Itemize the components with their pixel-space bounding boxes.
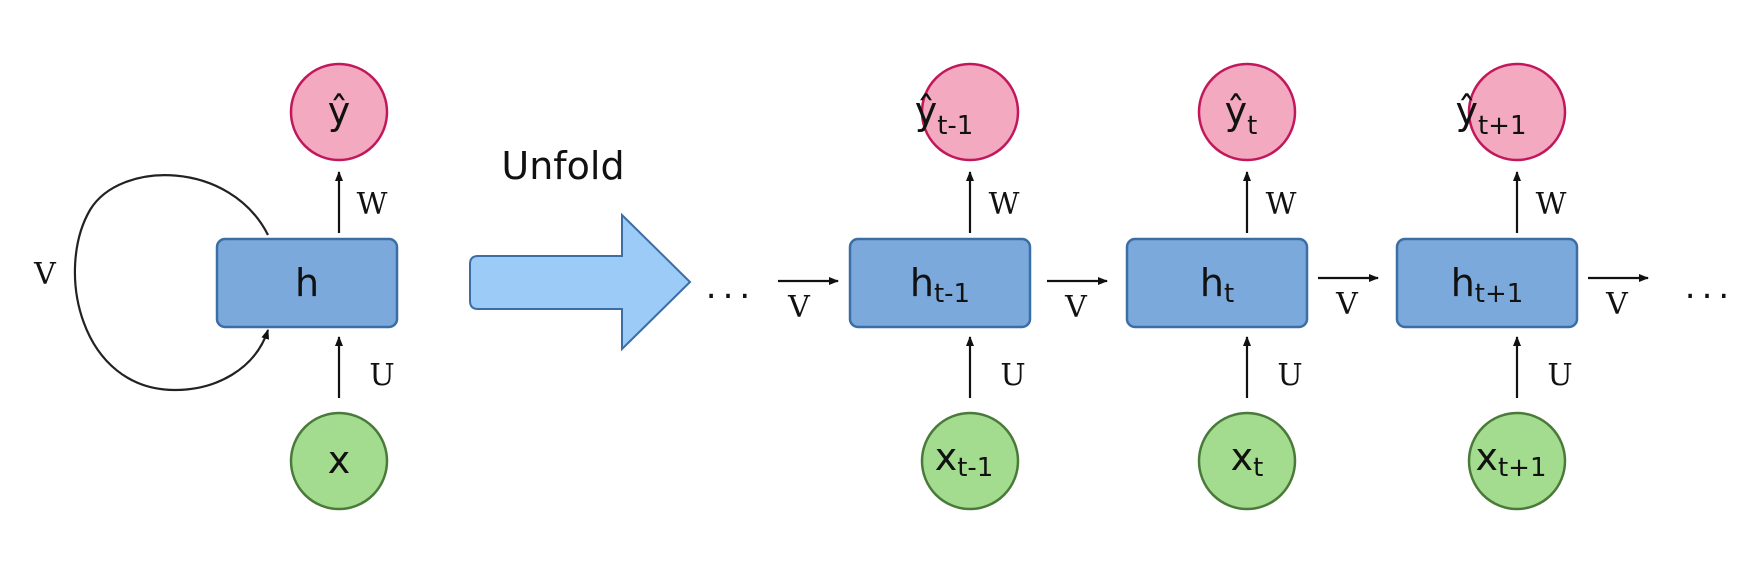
u-label-t: U	[1277, 358, 1302, 393]
v-out-label: V	[1605, 287, 1629, 322]
unfold-section: Unfold	[469, 144, 692, 352]
output-label-t: ŷ	[1225, 89, 1248, 133]
folded-u-label: U	[369, 358, 394, 393]
input-label-t: x	[1231, 435, 1254, 479]
hidden-node-t-plus-1	[1395, 237, 1579, 329]
input-sub-t-plus-1: t+1	[1498, 453, 1547, 483]
u-label-t-plus-1: U	[1547, 358, 1572, 393]
folded-input-label: x	[328, 438, 351, 482]
hidden-sub-t-plus-1: t+1	[1475, 279, 1524, 309]
folded-w-label: W	[357, 187, 388, 222]
w-label-t-plus-1: W	[1536, 187, 1567, 222]
hidden-text-t: ht	[1200, 261, 1234, 309]
input-label-t-minus-1: x	[935, 435, 958, 479]
hidden-label-t: h	[1200, 261, 1224, 305]
output-sub-t: t	[1247, 111, 1257, 141]
output-label-t-plus-1: ŷ	[1455, 89, 1478, 133]
hidden-text-t-plus-1: ht+1	[1451, 261, 1524, 309]
folded-hidden-node	[215, 237, 399, 329]
hidden-label-t-plus-1: h	[1451, 261, 1475, 305]
folded-output-label: ŷ	[328, 89, 351, 133]
folded-network: V ŷ W h U x	[33, 62, 399, 511]
input-sub-t: t	[1253, 453, 1263, 483]
output-text-t-plus-1: ŷt+1	[1455, 89, 1526, 141]
input-node-t-minus-1	[920, 411, 1020, 511]
output-text-t: ŷt	[1225, 89, 1258, 141]
u-label-t-minus-1: U	[1000, 358, 1025, 393]
hidden-node-t	[1125, 237, 1309, 329]
unfold-title: Unfold	[501, 144, 624, 188]
timestep-t-plus-1: V ŷt+1 W ht+1 U xt+1	[1318, 62, 1579, 511]
output-label-t-minus-1: ŷ	[915, 89, 938, 133]
hidden-node-t-minus-1	[848, 237, 1032, 329]
hidden-label-t-minus-1: h	[910, 261, 934, 305]
unfolded-network: ... V ŷt-1 W ht-1 U xt-1 V ŷt W ht	[706, 62, 1735, 511]
output-text-t-minus-1: ŷt-1	[915, 89, 974, 141]
input-text-t: xt	[1231, 435, 1264, 483]
timestep-t: V ŷt W ht U xt	[1047, 62, 1309, 511]
input-text-t-minus-1: xt-1	[935, 435, 994, 483]
hidden-sub-t-minus-1: t-1	[934, 279, 970, 309]
folded-input-node	[289, 411, 389, 511]
output-node-t-minus-1	[920, 62, 1020, 162]
timestep-t-minus-1: V ŷt-1 W ht-1 U xt-1	[778, 62, 1032, 511]
input-node-t	[1197, 411, 1297, 511]
output-sub-t-plus-1: t+1	[1478, 111, 1527, 141]
hidden-sub-t: t	[1224, 279, 1234, 309]
trailing-ellipsis: ...	[1685, 267, 1735, 307]
input-node-t-plus-1	[1467, 411, 1567, 511]
w-label-t: W	[1266, 187, 1297, 222]
recurrent-loop-arrow	[73, 174, 270, 392]
w-label-t-minus-1: W	[989, 187, 1020, 222]
folded-hidden-label: h	[295, 261, 319, 305]
v-in-label-t: V	[1064, 290, 1088, 325]
output-node-t-plus-1	[1467, 62, 1567, 162]
output-sub-t-minus-1: t-1	[937, 111, 973, 141]
folded-output-node	[289, 62, 389, 162]
unfold-arrow-shape	[469, 212, 692, 352]
input-label-t-plus-1: x	[1475, 435, 1498, 479]
leading-ellipsis: ...	[706, 267, 756, 307]
output-node-t	[1197, 62, 1297, 162]
input-text-t-plus-1: xt+1	[1475, 435, 1546, 483]
v-in-label-t-minus-1: V	[787, 290, 811, 325]
input-sub-t-minus-1: t-1	[957, 453, 993, 483]
hidden-text-t-minus-1: ht-1	[910, 261, 970, 309]
v-in-label-t-plus-1: V	[1335, 287, 1359, 322]
folded-v-label: V	[33, 257, 57, 292]
